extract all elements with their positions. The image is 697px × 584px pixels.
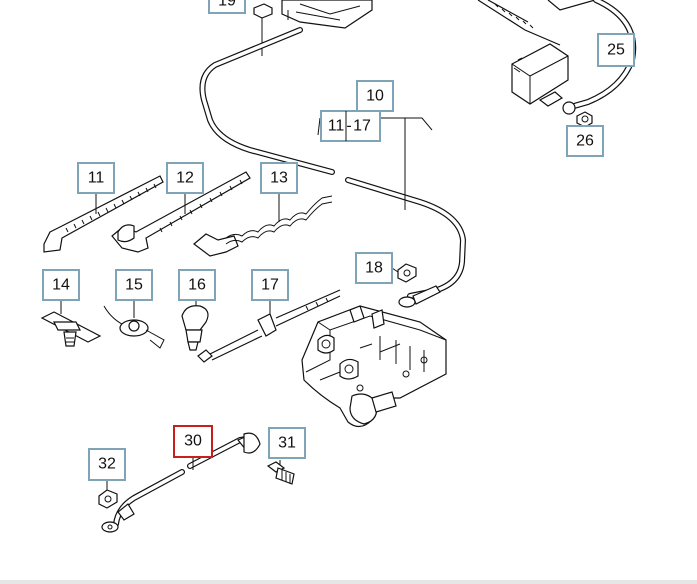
- svg-text:32: 32: [98, 456, 116, 473]
- callout-31[interactable]: 31: [268, 427, 306, 459]
- callout-26[interactable]: 26: [566, 125, 604, 157]
- callout-32[interactable]: 32: [88, 448, 126, 481]
- callout-15[interactable]: 15: [115, 269, 153, 301]
- control-module-part: [511, 43, 576, 115]
- nut-26-part: [576, 111, 593, 128]
- callout-17[interactable]: 17: [251, 269, 289, 301]
- svg-text:19: 19: [218, 0, 236, 10]
- svg-text:15: 15: [125, 277, 143, 294]
- callout-25[interactable]: 25: [597, 33, 635, 67]
- callout-10[interactable]: 10: [356, 80, 394, 112]
- callout-16[interactable]: 16: [178, 269, 216, 301]
- main-cable-line: [199, 27, 467, 299]
- svg-text:30: 30: [184, 433, 202, 450]
- callout-13[interactable]: 13: [260, 162, 298, 194]
- callout-19[interactable]: 19: [208, 0, 246, 14]
- top-nut-part: [253, 3, 273, 56]
- svg-text:17: 17: [353, 118, 371, 135]
- callout-30[interactable]: 30: [173, 425, 213, 458]
- bottom-edge: [0, 580, 697, 584]
- bolt-31-part: [266, 460, 295, 485]
- cable-tie-11-part: [43, 175, 164, 253]
- svg-text:-: -: [346, 118, 351, 135]
- callout-11-17[interactable]: 11 - 17: [320, 110, 381, 142]
- svg-text:17: 17: [261, 277, 279, 294]
- clip-17-part: [197, 289, 341, 363]
- svg-text:25: 25: [607, 42, 625, 59]
- ring-terminal-part: [398, 285, 441, 308]
- nut-32-part: [98, 480, 118, 509]
- cable-tie-12-part: [111, 171, 251, 253]
- svg-text:14: 14: [52, 277, 70, 294]
- svg-text:11: 11: [328, 118, 345, 135]
- callout-12[interactable]: 12: [166, 162, 204, 194]
- nut-18-part: [391, 263, 417, 283]
- svg-text:26: 26: [576, 133, 594, 150]
- callout-18[interactable]: 18: [355, 252, 393, 284]
- svg-text:31: 31: [278, 435, 296, 452]
- clip-14-part: [40, 300, 102, 347]
- callout-14[interactable]: 14: [42, 269, 80, 301]
- svg-text:13: 13: [270, 170, 288, 187]
- clip-15-part: [103, 300, 165, 349]
- svg-text:12: 12: [176, 170, 194, 187]
- svg-text:16: 16: [188, 277, 206, 294]
- cable-tie-13-part: [193, 193, 333, 257]
- svg-text:11: 11: [88, 170, 105, 187]
- clip-16-part: [181, 300, 209, 351]
- svg-text:18: 18: [365, 260, 383, 277]
- top-bracket-part: [281, 0, 373, 29]
- svg-text:10: 10: [366, 88, 384, 105]
- callout-11[interactable]: 11: [77, 162, 115, 194]
- fuse-carrier-part: [301, 305, 447, 428]
